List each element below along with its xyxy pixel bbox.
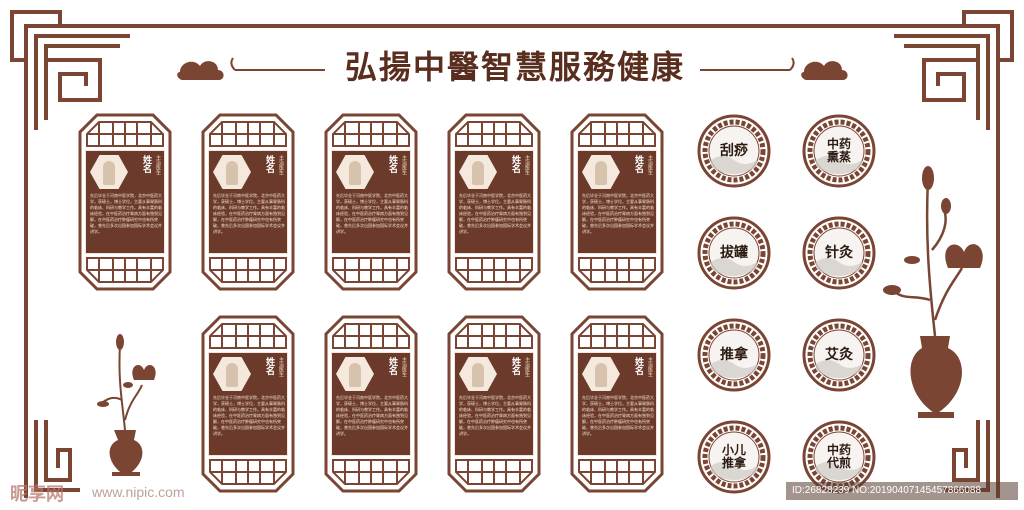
doctor-bio: 先后毕业于河南中医学院，北京中医药大学，获硕士，博士学位，主要从事胃肠科的临床、…: [459, 193, 531, 234]
doctor-portrait: [582, 357, 620, 391]
doctor-card-body: 姓名 主治医生 先后毕业于河南中医学院，北京中医药大学，获硕士，博士学位，主要从…: [85, 150, 165, 254]
doctor-card-body: 姓名 主治医生 先后毕业于河南中医学院，北京中医药大学，获硕士，博士学位，主要从…: [208, 150, 288, 254]
doctor-portrait: [582, 155, 620, 189]
doctor-portrait: [90, 155, 128, 189]
doctor-card-body: 姓名 主治医生 先后毕业于河南中医学院，北京中医药大学，获硕士，博士学位，主要从…: [331, 150, 411, 254]
doctor-title: 主治医生: [647, 357, 653, 377]
doctor-card-body: 姓名 主治医生 先后毕业于河南中医学院，北京中医药大学，获硕士，博士学位，主要从…: [454, 150, 534, 254]
page-title: 弘揚中醫智慧服務健康: [344, 48, 685, 86]
doctor-title: 主治医生: [524, 357, 530, 377]
doctor-name: 姓名: [141, 155, 151, 173]
watermark-id: ID:26828239 NO:20190407145457866088: [786, 482, 1018, 500]
therapy-medallion: 中药代煎: [802, 420, 876, 494]
therapy-label: 针灸: [825, 245, 853, 261]
doctor-title: 主治医生: [278, 357, 284, 377]
therapy-medallion: 刮痧: [697, 114, 771, 188]
doctor-portrait: [459, 357, 497, 391]
doctor-portrait: [336, 155, 374, 189]
doctor-name: 姓名: [633, 357, 643, 375]
doctor-title: 主治医生: [647, 155, 653, 175]
therapy-label: 艾灸: [825, 347, 853, 363]
doctor-card: 姓名 主治医生 先后毕业于河南中医学院，北京中医药大学，获硕士，博士学位，主要从…: [77, 112, 173, 292]
doctor-card: 姓名 主治医生 先后毕业于河南中医学院，北京中医药大学，获硕士，博士学位，主要从…: [200, 314, 296, 494]
doctor-bio: 先后毕业于河南中医学院，北京中医药大学，获硕士，博士学位，主要从事胃肠科的临床、…: [90, 193, 162, 234]
doctor-card-body: 姓名 主治医生 先后毕业于河南中医学院，北京中医药大学，获硕士，博士学位，主要从…: [577, 352, 657, 456]
therapy-medallion: 小儿推拿: [697, 420, 771, 494]
doctor-bio: 先后毕业于河南中医学院，北京中医药大学，获硕士，博士学位，主要从事胃肠科的临床、…: [582, 395, 654, 436]
therapy-label: 推拿: [720, 347, 748, 363]
doctor-bio: 先后毕业于河南中医学院，北京中医药大学，获硕士，博士学位，主要从事胃肠科的临床、…: [213, 193, 285, 234]
watermark-url: www.nipic.com: [92, 484, 185, 500]
doctor-name: 姓名: [264, 357, 274, 375]
doctor-name: 姓名: [264, 155, 274, 173]
doctor-card: 姓名 主治医生 先后毕业于河南中医学院，北京中医药大学，获硕士，博士学位，主要从…: [323, 314, 419, 494]
therapy-medallion: 艾灸: [802, 318, 876, 392]
doctor-card: 姓名 主治医生 先后毕业于河南中医学院，北京中医药大学，获硕士，博士学位，主要从…: [323, 112, 419, 292]
therapy-label: 小儿推拿: [721, 443, 746, 470]
doctor-name: 姓名: [387, 357, 397, 375]
doctor-card: 姓名 主治医生 先后毕业于河南中医学院，北京中医药大学，获硕士，博士学位，主要从…: [569, 112, 665, 292]
doctor-card-body: 姓名 主治医生 先后毕业于河南中医学院，北京中医药大学，获硕士，博士学位，主要从…: [577, 150, 657, 254]
doctor-bio: 先后毕业于河南中医学院，北京中医药大学，获硕士，博士学位，主要从事胃肠科的临床、…: [213, 395, 285, 436]
doctor-title: 主治医生: [524, 155, 530, 175]
doctor-name: 姓名: [510, 155, 520, 173]
doctor-title: 主治医生: [401, 357, 407, 377]
doctor-portrait: [213, 357, 251, 391]
doctor-bio: 先后毕业于河南中医学院，北京中医药大学，获硕士，博士学位，主要从事胃肠科的临床、…: [336, 193, 408, 234]
therapy-medallion: 针灸: [802, 216, 876, 290]
doctor-card-body: 姓名 主治医生 先后毕业于河南中医学院，北京中医药大学，获硕士，博士学位，主要从…: [208, 352, 288, 456]
doctor-card: 姓名 主治医生 先后毕业于河南中医学院，北京中医药大学，获硕士，博士学位，主要从…: [569, 314, 665, 494]
doctor-card: 姓名 主治医生 先后毕业于河南中医学院，北京中医药大学，获硕士，博士学位，主要从…: [200, 112, 296, 292]
doctor-portrait: [459, 155, 497, 189]
doctor-name: 姓名: [510, 357, 520, 375]
doctor-name: 姓名: [633, 155, 643, 173]
doctor-bio: 先后毕业于河南中医学院，北京中医药大学，获硕士，博士学位，主要从事胃肠科的临床、…: [336, 395, 408, 436]
therapy-label: 中药熏蒸: [826, 137, 851, 164]
therapy-medallion: 中药熏蒸: [802, 114, 876, 188]
doctor-bio: 先后毕业于河南中医学院，北京中医药大学，获硕士，博士学位，主要从事胃肠科的临床、…: [582, 193, 654, 234]
doctor-card-body: 姓名 主治医生 先后毕业于河南中医学院，北京中医药大学，获硕士，博士学位，主要从…: [454, 352, 534, 456]
watermark-logo: 昵享网: [10, 484, 64, 504]
doctor-title: 主治医生: [155, 155, 161, 175]
doctor-portrait: [213, 155, 251, 189]
doctor-card: 姓名 主治医生 先后毕业于河南中医学院，北京中医药大学，获硕士，博士学位，主要从…: [446, 314, 542, 494]
therapy-label: 刮痧: [720, 143, 748, 159]
therapy-label: 中药代煎: [826, 443, 851, 470]
doctor-name: 姓名: [387, 155, 397, 173]
doctor-portrait: [336, 357, 374, 391]
therapy-medallion: 推拿: [697, 318, 771, 392]
doctor-card: 姓名 主治医生 先后毕业于河南中医学院，北京中医药大学，获硕士，博士学位，主要从…: [446, 112, 542, 292]
doctor-title: 主治医生: [278, 155, 284, 175]
therapy-label: 拔罐: [720, 245, 748, 261]
doctor-title: 主治医生: [401, 155, 407, 175]
therapy-medallion: 拔罐: [697, 216, 771, 290]
doctor-bio: 先后毕业于河南中医学院，北京中医药大学，获硕士，博士学位，主要从事胃肠科的临床、…: [459, 395, 531, 436]
doctor-card-body: 姓名 主治医生 先后毕业于河南中医学院，北京中医药大学，获硕士，博士学位，主要从…: [331, 352, 411, 456]
